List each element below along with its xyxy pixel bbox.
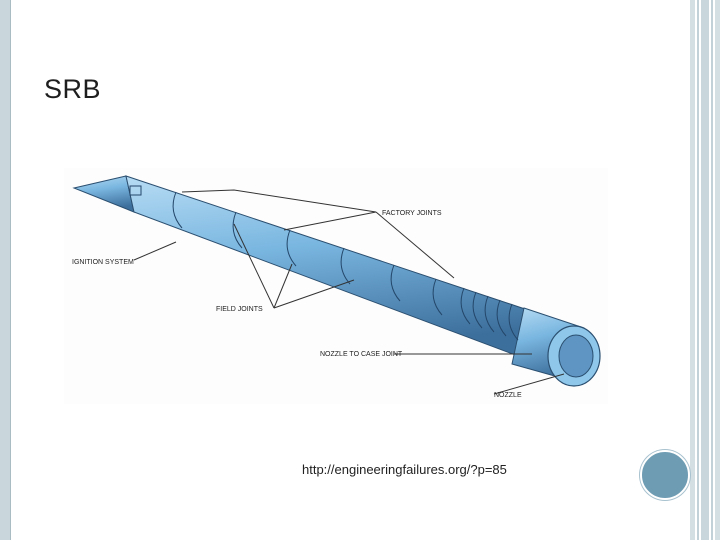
label-ignition-system: IGNITION SYSTEM xyxy=(72,259,134,266)
decorative-circle xyxy=(640,450,690,500)
slide-title: SRB xyxy=(44,74,102,104)
leader-lines xyxy=(133,189,565,395)
label-factory-joints: FACTORY JOINTS xyxy=(382,210,442,217)
label-nozzle-to-case-joint: NOZZLE TO CASE JOINT xyxy=(320,351,403,358)
label-field-joints: FIELD JOINTS xyxy=(216,306,263,313)
segment-rings xyxy=(172,191,519,341)
left-border-bar xyxy=(0,0,11,540)
right-border-decoration xyxy=(690,0,720,540)
source-caption: http://engineeringfailures.org/?p=85 xyxy=(302,462,507,477)
srb-diagram: FACTORY JOINTS IGNITION SYSTEM FIELD JOI… xyxy=(64,168,608,404)
srb-illustration: FACTORY JOINTS IGNITION SYSTEM FIELD JOI… xyxy=(64,168,608,404)
label-nozzle: NOZZLE xyxy=(494,392,522,399)
